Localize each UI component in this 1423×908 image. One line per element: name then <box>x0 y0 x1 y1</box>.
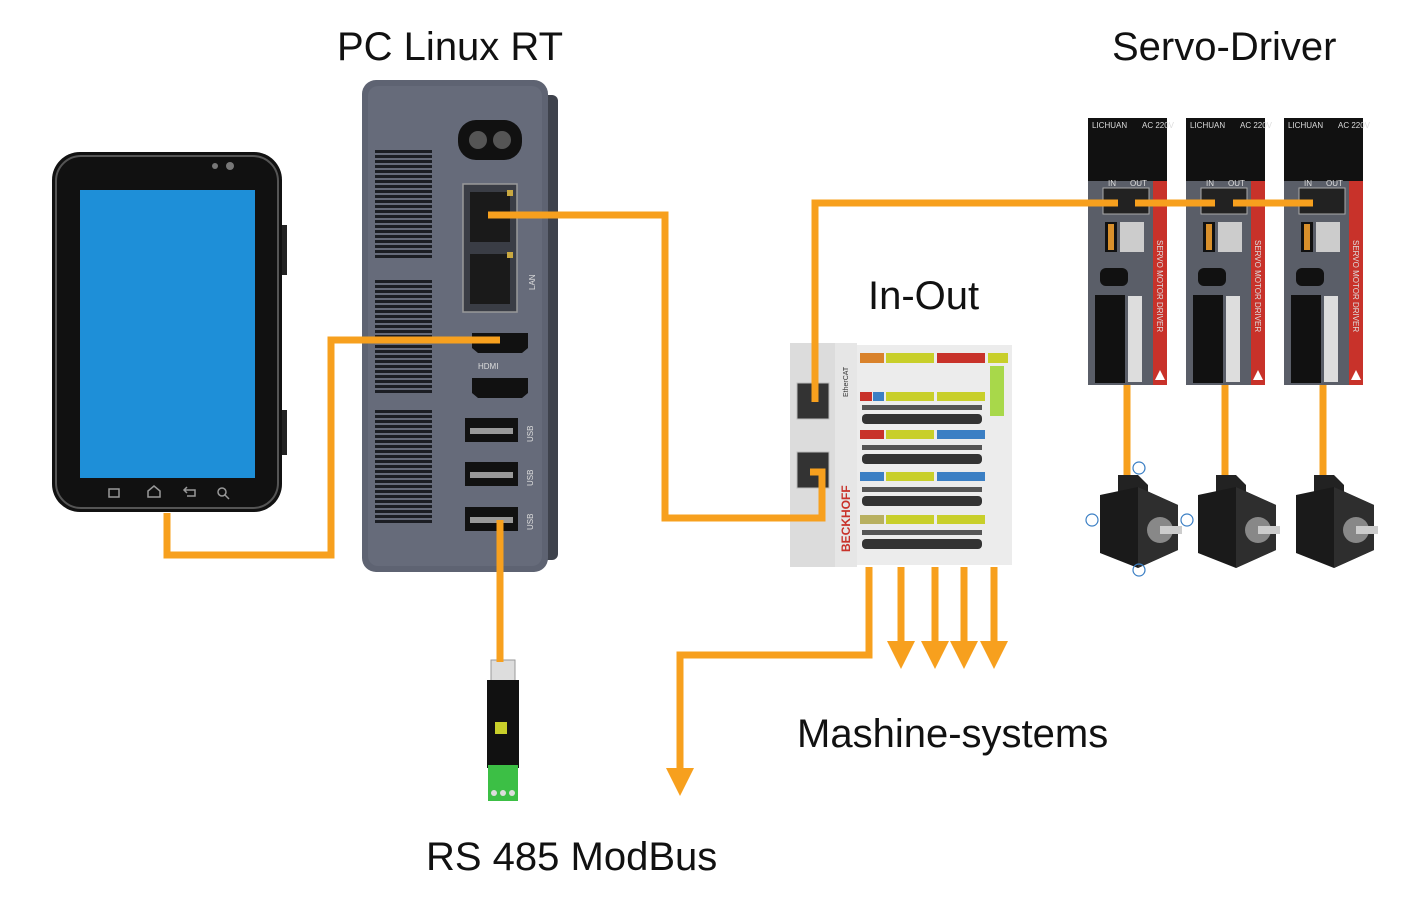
usb-label: USB <box>526 514 535 530</box>
pc-label: PC Linux RT <box>337 25 563 69</box>
out-port-label: OUT <box>1130 179 1147 188</box>
beckhoff-io-module: BECKHOFF EtherCAT <box>790 343 1012 567</box>
wire-io-servo1 <box>811 199 1118 402</box>
beckhoff-logo: BECKHOFF <box>839 485 853 552</box>
servo-brand: LICHUAN <box>1092 121 1127 130</box>
wire-io-rs485-out <box>666 567 873 796</box>
ethercat-label: EtherCAT <box>843 366 850 397</box>
home-icon <box>147 485 161 498</box>
lan-port <box>470 254 510 304</box>
usb-label: USB <box>526 426 535 442</box>
wire-tablet-pc <box>163 336 500 559</box>
usb-label: USB <box>526 470 535 486</box>
wire-pc-io <box>488 211 826 522</box>
pc-linux-rt: LAN HDMI USB USB USB <box>362 80 558 572</box>
servo-driver: LICHUAN AC 220V SERVO MOTOR DRIVER IN OU… <box>1088 117 1372 386</box>
servo-title: SERVO MOTOR DRIVER <box>1155 240 1164 332</box>
vent <box>375 408 432 525</box>
power-socket <box>458 120 522 160</box>
rs485-label: RS 485 ModBus <box>426 835 717 879</box>
camera-icon <box>212 163 218 169</box>
hdmi-label: HDMI <box>478 362 498 371</box>
connections <box>163 199 1327 796</box>
rs485-adapter <box>487 659 519 801</box>
search-icon <box>217 487 227 497</box>
tablet-screen <box>80 190 255 478</box>
in-port-label: IN <box>1108 179 1116 188</box>
servo-motor <box>1085 461 1378 577</box>
vent <box>375 148 432 260</box>
lan-label: LAN <box>528 274 537 290</box>
machines-label: Mashine-systems <box>797 712 1108 756</box>
servo-label: Servo-Driver <box>1112 25 1336 69</box>
menu-icon <box>108 488 120 498</box>
tablet <box>52 152 287 512</box>
servo-voltage: AC 220V <box>1142 121 1175 130</box>
hdmi-port <box>472 378 528 398</box>
back-icon <box>182 486 196 497</box>
io-label: In-Out <box>868 274 979 318</box>
